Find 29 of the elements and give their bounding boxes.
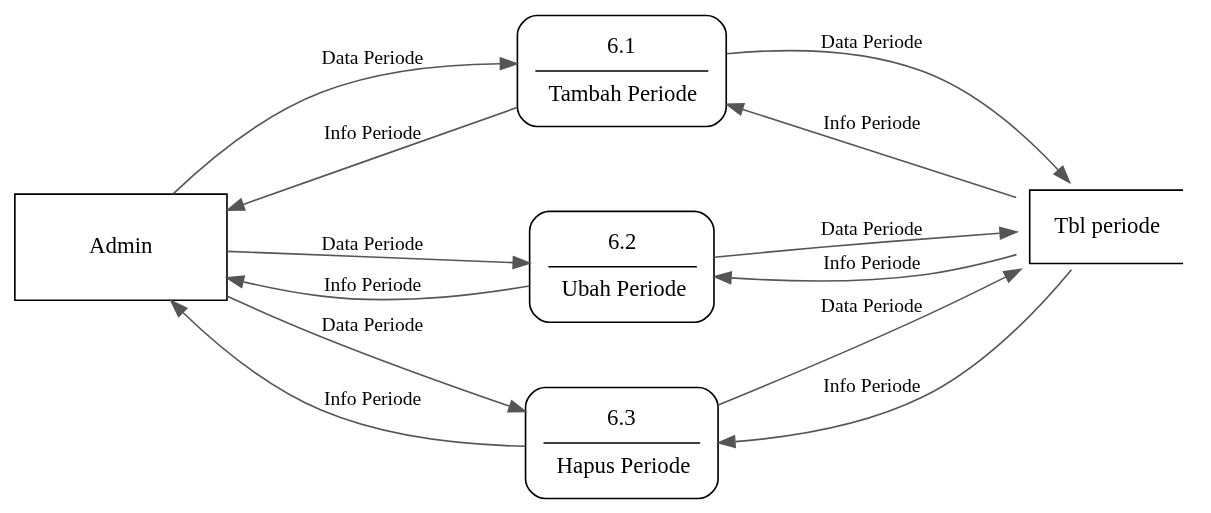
edge-label: Info Periode <box>324 273 422 295</box>
arrow <box>725 49 1072 184</box>
arrow <box>716 268 1073 448</box>
arrow <box>712 253 1018 285</box>
edge-label: Info Periode <box>823 374 921 396</box>
arrow <box>169 298 527 447</box>
edge-label: Info Periode <box>324 121 422 143</box>
edge-label: Data Periode <box>820 30 923 52</box>
edge-label: Info Periode <box>823 251 921 273</box>
edge-label: Data Periode <box>820 217 923 239</box>
edge-label: Data Periode <box>321 313 424 335</box>
arrow <box>172 56 520 195</box>
arrow <box>226 250 533 269</box>
arrow <box>224 274 531 300</box>
arrow <box>225 106 518 211</box>
node-box: 6.1 Tambah Periode <box>516 14 728 127</box>
arrow <box>717 267 1023 406</box>
edge-label: Data Periode <box>321 46 424 68</box>
edge-label: Data Periode <box>820 294 923 316</box>
edge-label: Info Periode <box>823 111 921 133</box>
node-text: Tbl periode <box>1054 212 1161 238</box>
arrow <box>724 102 1018 198</box>
arrow <box>226 295 528 412</box>
node-box: Admin <box>14 192 228 301</box>
node-box: 6.3 Hapus Periode <box>524 386 719 499</box>
edge-label: Info Periode <box>324 387 422 409</box>
arrow <box>713 225 1019 258</box>
edge-label: Data Periode <box>321 232 424 254</box>
node-box: 6.2 Ubah Periode <box>528 210 715 323</box>
